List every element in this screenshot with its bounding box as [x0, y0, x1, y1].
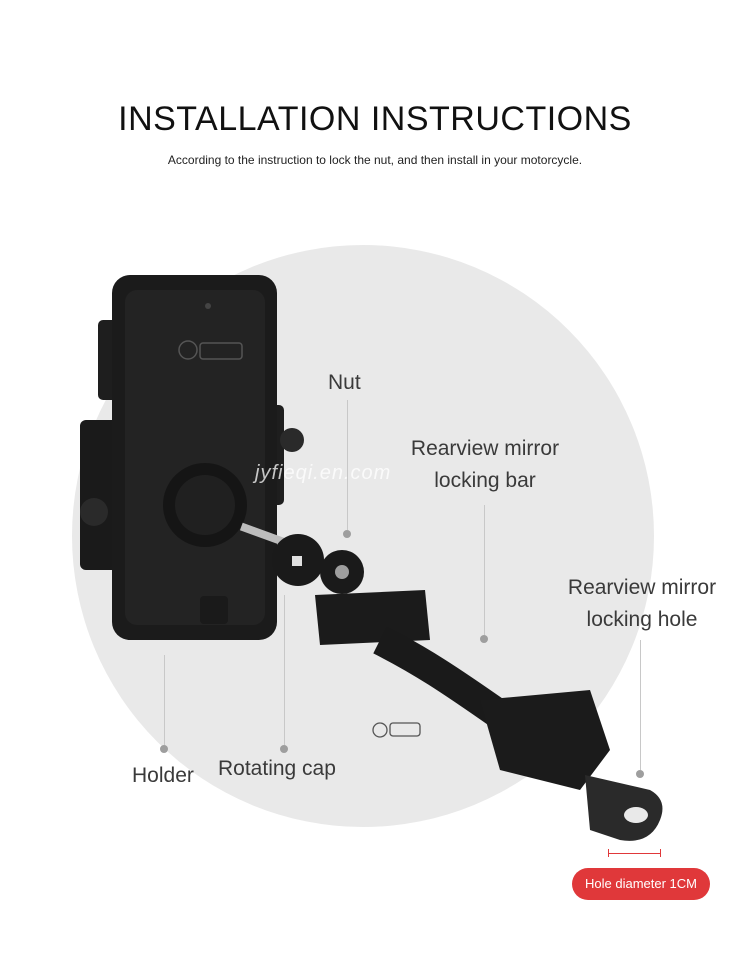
- rotating-cap-leader-dot: [280, 745, 288, 753]
- label-locking-hole-line2: locking hole: [586, 608, 698, 631]
- page-title: INSTALLATION INSTRUCTIONS: [118, 100, 632, 138]
- hole-dimension-line: [608, 853, 660, 854]
- label-locking-bar: Rearview mirror locking bar: [395, 433, 575, 497]
- rotating-cap-leader-line: [284, 595, 285, 745]
- hole-dimension-tick-right: [660, 849, 661, 857]
- nut-image: [320, 550, 364, 594]
- watermark-text: jyfieqi.en.com: [255, 462, 392, 484]
- label-locking-bar-line1: Rearview mirror: [410, 437, 560, 460]
- label-locking-bar-line2: locking bar: [434, 469, 536, 492]
- label-locking-hole-line1: Rearview mirror: [567, 576, 717, 599]
- page-subtitle: According to the instruction to lock the…: [167, 153, 583, 167]
- locking-hole-leader-line: [640, 640, 641, 770]
- holder-leader-dot: [160, 745, 168, 753]
- label-holder: Holder: [132, 764, 194, 787]
- hole-dimension-tick-left: [608, 849, 609, 857]
- nut-leader-dot: [343, 530, 351, 538]
- label-locking-hole: Rearview mirror locking hole: [552, 572, 732, 636]
- rotating-cap-image: [239, 522, 324, 586]
- holder-leader-line: [164, 655, 165, 745]
- locking-bar-image: [315, 590, 663, 841]
- phone-holder-image: [80, 275, 304, 640]
- locking-hole-leader-dot: [636, 770, 644, 778]
- hole-diameter-badge: Hole diameter 1CM: [572, 868, 710, 900]
- nut-leader-line: [347, 400, 348, 530]
- locking-bar-leader-dot: [480, 635, 488, 643]
- brand-logo-small: [372, 722, 421, 738]
- label-rotating-cap: Rotating cap: [218, 757, 336, 780]
- locking-bar-leader-line: [484, 505, 485, 635]
- label-nut: Nut: [328, 371, 361, 394]
